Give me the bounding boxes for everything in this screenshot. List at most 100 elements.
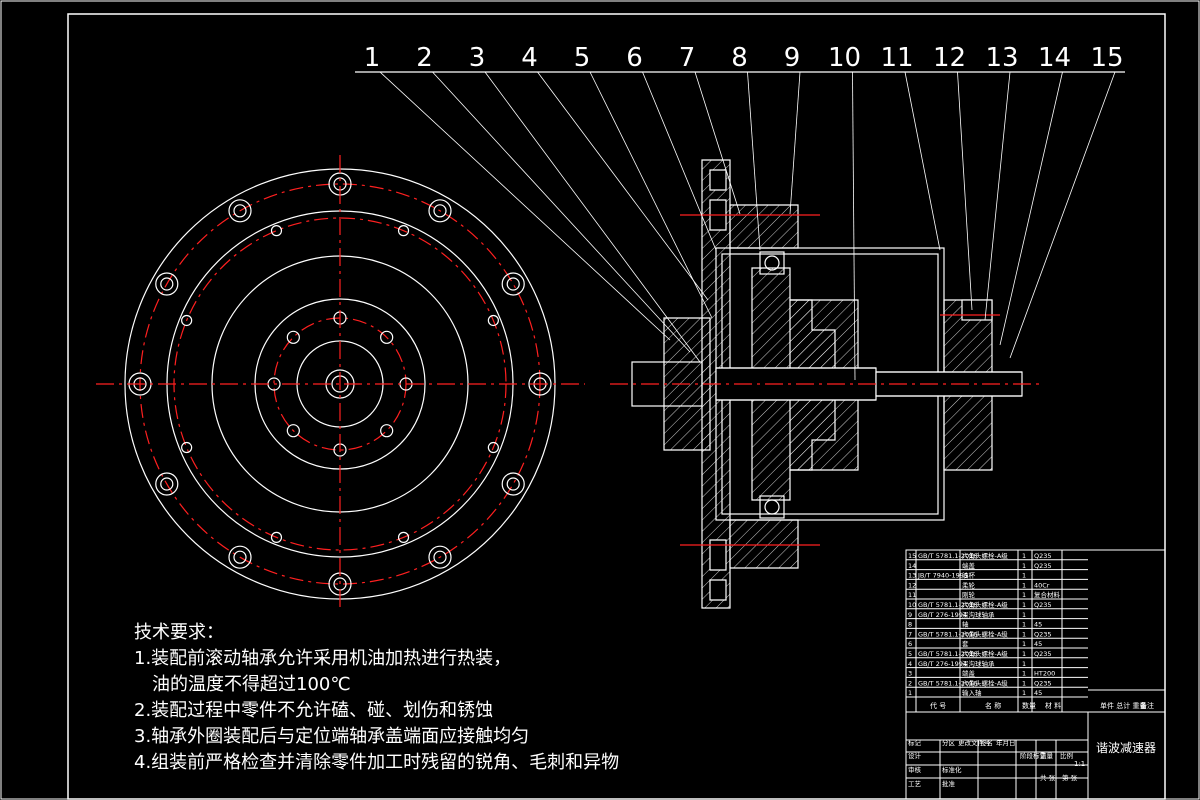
- svg-text:复合材料: 复合材料: [1034, 590, 1061, 599]
- hole-icon: [487, 314, 499, 327]
- svg-text:45: 45: [1034, 689, 1042, 697]
- hole-icon: [380, 424, 394, 438]
- svg-text:9: 9: [908, 611, 912, 619]
- callout-number: 11: [880, 43, 913, 73]
- svg-text:45: 45: [1034, 640, 1042, 648]
- bom-header-cell: 备注: [1140, 701, 1154, 710]
- svg-text:7: 7: [908, 630, 912, 638]
- svg-text:输入轴: 输入轴: [962, 688, 982, 697]
- hole-icon: [397, 225, 410, 237]
- title-block-label: 标记: [908, 738, 922, 747]
- requirement-item: 3.轴承外圈装配后与定位端轴承盖端面应接触均匀: [134, 726, 530, 747]
- hole-icon: [270, 531, 283, 543]
- svg-text:柔轮: 柔轮: [962, 580, 976, 589]
- callout-number: 1: [364, 43, 381, 73]
- leader-line: [484, 71, 701, 363]
- svg-text:1: 1: [1022, 660, 1026, 668]
- callout-number: 7: [679, 43, 696, 73]
- bom-header-cell: 名 称: [985, 701, 1001, 710]
- bom-row: 1 输入轴 1 45: [908, 688, 1042, 697]
- bolt-hole-icon: [228, 199, 252, 223]
- svg-text:1: 1: [1022, 640, 1026, 648]
- svg-text:1: 1: [1022, 621, 1026, 629]
- bolt-hole-icon: [155, 272, 179, 296]
- requirements-title: 技术要求：: [134, 622, 224, 643]
- title-block-label: 年月日: [996, 738, 1016, 747]
- svg-text:套: 套: [962, 639, 969, 648]
- bom-header-cell: 材 料: [1045, 701, 1061, 710]
- svg-text:1: 1: [1022, 689, 1026, 697]
- middle-holes: [181, 225, 499, 543]
- bolt-hole-icon: [501, 272, 525, 296]
- callout-number: 4: [521, 43, 538, 73]
- svg-text:JB/T 7940-1995: JB/T 7940-1995: [917, 572, 968, 580]
- title-block-label: 工艺: [908, 780, 922, 788]
- requirement-item: 4.组装前严格检查并清除零件加工时残留的锐角、毛刺和异物: [134, 752, 620, 773]
- svg-text:5: 5: [908, 650, 912, 658]
- svg-text:8: 8: [908, 621, 912, 629]
- svg-text:GB/T 5781.1-2016: GB/T 5781.1-2016: [918, 601, 977, 609]
- callout-number: 13: [985, 43, 1018, 73]
- bom-header-cell: 单件 总计 重量: [1100, 701, 1146, 710]
- hole-icon: [380, 330, 394, 344]
- svg-text:六角头螺栓-A级: 六角头螺栓-A级: [962, 551, 1008, 560]
- hole-icon: [270, 225, 283, 237]
- callout-number: 5: [574, 43, 591, 73]
- svg-text:端盖: 端盖: [962, 561, 976, 570]
- leader-line: [957, 71, 973, 311]
- leader-line: [432, 71, 691, 353]
- title-block-label: 分区: [942, 738, 956, 747]
- bolt-hole-icon: [428, 199, 452, 223]
- svg-text:12: 12: [908, 581, 916, 589]
- leader-line: [589, 71, 713, 319]
- leader-line: [379, 71, 671, 341]
- title-block-label: 审核: [908, 765, 922, 774]
- svg-text:轴: 轴: [962, 620, 969, 629]
- svg-text:11: 11: [908, 591, 916, 599]
- bolt-hole-icon: [501, 472, 525, 496]
- svg-text:14: 14: [908, 562, 916, 570]
- bom-header-cell: 代 号: [930, 701, 946, 710]
- svg-text:端盖: 端盖: [962, 669, 976, 678]
- svg-text:1: 1: [1022, 630, 1026, 638]
- drawing-frame: [67, 13, 1166, 800]
- svg-text:1: 1: [908, 689, 912, 697]
- svg-text:40Cr: 40Cr: [1034, 581, 1050, 589]
- svg-text:1: 1: [1022, 679, 1026, 687]
- svg-text:1: 1: [1022, 572, 1026, 580]
- svg-text:Q235: Q235: [1034, 679, 1052, 687]
- svg-text:15: 15: [908, 552, 916, 560]
- svg-text:GB/T 5781.1-2016: GB/T 5781.1-2016: [918, 552, 977, 560]
- hole-icon: [487, 441, 499, 454]
- svg-text:GB/T 5781.1-2016: GB/T 5781.1-2016: [918, 630, 977, 638]
- section-view: [610, 159, 1040, 609]
- svg-text:六角头螺栓-A级: 六角头螺栓-A级: [962, 629, 1008, 638]
- svg-text:Q235: Q235: [1034, 601, 1052, 609]
- drawing-name: 谐波减速器: [1096, 741, 1156, 755]
- svg-text:GB/T 276-1994: GB/T 276-1994: [918, 611, 967, 619]
- svg-text:Q235: Q235: [1034, 630, 1052, 638]
- svg-text:HT200: HT200: [1034, 670, 1055, 678]
- svg-text:刚轮: 刚轮: [962, 590, 976, 599]
- bom-header-cell: 数量: [1022, 701, 1036, 710]
- front-view: [96, 155, 585, 612]
- title-block-label: 更改文件号: [958, 738, 991, 747]
- svg-text:Q235: Q235: [1034, 552, 1052, 560]
- leader-line: [852, 71, 856, 381]
- leader-line: [789, 71, 801, 215]
- svg-text:深沟球轴承: 深沟球轴承: [962, 659, 995, 668]
- svg-text:深沟球轴承: 深沟球轴承: [962, 610, 995, 619]
- title-block-label: 设计: [908, 751, 922, 760]
- svg-text:4: 4: [908, 660, 912, 668]
